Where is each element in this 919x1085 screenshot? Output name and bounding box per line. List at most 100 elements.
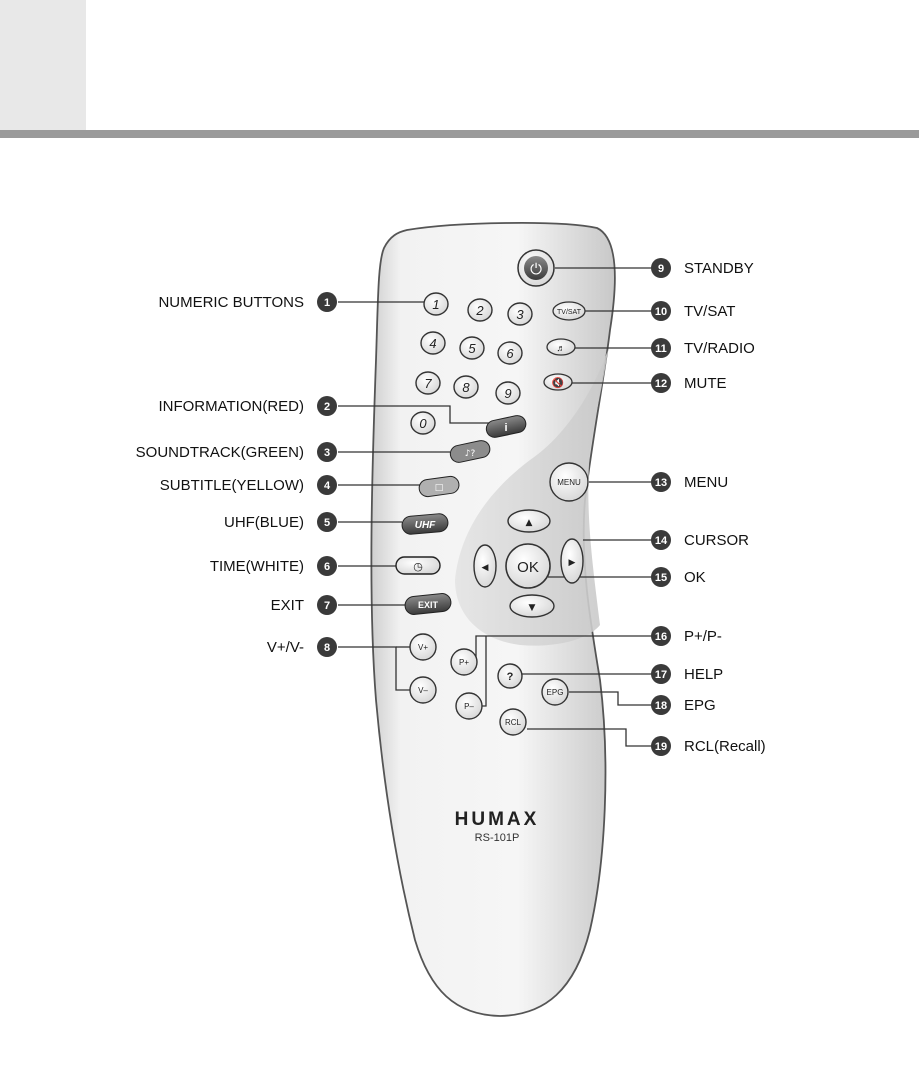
help-button[interactable]: ? bbox=[497, 663, 523, 689]
numeric-button-0[interactable]: 0 bbox=[410, 411, 436, 435]
mute-button[interactable]: 🔇 bbox=[543, 373, 573, 391]
numeric-button-2[interactable]: 2 bbox=[467, 298, 493, 322]
callout-badge bbox=[651, 530, 671, 550]
callout-badge bbox=[317, 292, 337, 312]
cursor-up-button[interactable]: ▲ bbox=[507, 509, 551, 533]
callout-badge bbox=[651, 301, 671, 321]
callout-label: MENU bbox=[684, 474, 728, 491]
callout-number: 4 bbox=[324, 480, 331, 492]
arrow-down-icon: ▼ bbox=[529, 603, 536, 613]
subtitle-yellow-button[interactable]: □ bbox=[418, 475, 460, 498]
standby-button[interactable]: ⏻ bbox=[517, 249, 555, 287]
information-red-button[interactable]: i bbox=[485, 414, 528, 439]
numeric-button-6[interactable]: 6 bbox=[497, 341, 523, 365]
brand-logo: HUMAX bbox=[455, 809, 540, 830]
svg-text:i: i bbox=[504, 422, 507, 434]
callout-number: 3 bbox=[324, 447, 330, 459]
numeric-button-5[interactable]: 5 bbox=[459, 336, 485, 360]
svg-text:RCL: RCL bbox=[505, 718, 522, 727]
svg-text:V+: V+ bbox=[418, 643, 428, 652]
callout-13: 13 MENU bbox=[651, 472, 728, 492]
callout-badge bbox=[317, 512, 337, 532]
cursor-down-button[interactable]: ▼ bbox=[509, 594, 555, 618]
soundtrack-green-button[interactable]: ♪? bbox=[449, 439, 492, 464]
svg-text:MENU: MENU bbox=[557, 478, 581, 487]
callout-label: CURSOR bbox=[684, 532, 749, 549]
numeric-button-label: 3 bbox=[516, 307, 524, 322]
callout-label: HELP bbox=[684, 666, 723, 683]
callout-badge bbox=[651, 258, 671, 278]
callout-badge bbox=[651, 736, 671, 756]
numeric-button-3[interactable]: 3 bbox=[507, 302, 533, 326]
numeric-button-1[interactable]: 1 bbox=[423, 292, 449, 316]
exit-button[interactable]: EXIT bbox=[404, 593, 452, 616]
callout-label: EPG bbox=[684, 697, 716, 714]
arrow-right-icon: ▶ bbox=[569, 558, 576, 568]
callout-number: 12 bbox=[655, 378, 667, 390]
arrow-left-icon: ◀ bbox=[482, 563, 489, 573]
callout-number: 10 bbox=[655, 306, 667, 318]
callout-number: 15 bbox=[655, 572, 667, 584]
tvsat-button[interactable]: TV/SAT bbox=[552, 301, 586, 321]
callout-number: 19 bbox=[655, 741, 667, 753]
time-white-button[interactable]: ◷ bbox=[395, 556, 441, 575]
callout-label: INFORMATION(RED) bbox=[158, 398, 304, 415]
numeric-button-7[interactable]: 7 bbox=[415, 371, 441, 395]
epg-button[interactable]: EPG bbox=[541, 678, 569, 706]
arrow-up-icon: ▲ bbox=[526, 518, 533, 528]
volume-down-button[interactable]: V– bbox=[409, 676, 437, 704]
svg-text:P+: P+ bbox=[459, 658, 469, 667]
svg-text:V–: V– bbox=[418, 686, 428, 695]
callout-label: SUBTITLE(YELLOW) bbox=[160, 477, 304, 494]
callout-label: NUMERIC BUTTONS bbox=[158, 294, 304, 311]
svg-text:UHF: UHF bbox=[415, 520, 436, 531]
numeric-button-label: 7 bbox=[424, 376, 432, 391]
callout-number: 2 bbox=[324, 401, 330, 413]
volume-up-button[interactable]: V+ bbox=[409, 633, 437, 661]
menu-button[interactable]: MENU bbox=[549, 462, 589, 502]
callout-number: 11 bbox=[655, 343, 667, 355]
callout-badge bbox=[651, 695, 671, 715]
callout-number: 13 bbox=[655, 477, 667, 489]
callout-badge bbox=[317, 396, 337, 416]
callout-number: 6 bbox=[324, 561, 330, 573]
ok-button[interactable]: OK bbox=[505, 543, 551, 589]
callout-label: EXIT bbox=[271, 597, 304, 614]
program-up-button[interactable]: P+ bbox=[450, 648, 478, 676]
uhf-blue-button[interactable]: UHF bbox=[401, 513, 449, 535]
svg-text:OK: OK bbox=[517, 559, 539, 576]
callout-8: 8V+/V- bbox=[267, 637, 337, 657]
callout-label: OK bbox=[684, 569, 706, 586]
cursor-right-button[interactable]: ▶ bbox=[560, 538, 584, 584]
callout-number: 5 bbox=[324, 517, 330, 529]
numeric-button-label: 5 bbox=[468, 341, 476, 356]
numeric-button-label: 9 bbox=[504, 386, 511, 401]
model-number: RS-101P bbox=[475, 832, 520, 844]
numeric-button-9[interactable]: 9 bbox=[495, 381, 521, 405]
tv-radio-button[interactable]: ♬ bbox=[546, 338, 576, 356]
callout-2: 2 INFORMATION(RED) bbox=[158, 396, 337, 416]
numeric-button-4[interactable]: 4 bbox=[420, 331, 446, 355]
svg-text:♪?: ♪? bbox=[465, 449, 476, 459]
callout-15: 15 OK bbox=[651, 567, 706, 587]
program-down-button[interactable]: P– bbox=[455, 692, 483, 720]
callout-label: P+/P- bbox=[684, 628, 722, 645]
leader-lines bbox=[338, 267, 652, 747]
numeric-button-8[interactable]: 8 bbox=[453, 375, 479, 399]
callout-badge bbox=[317, 595, 337, 615]
svg-text:EXIT: EXIT bbox=[418, 600, 439, 610]
callout-badge bbox=[317, 637, 337, 657]
cursor-left-button[interactable]: ◀ bbox=[473, 544, 497, 588]
callout-badge bbox=[651, 373, 671, 393]
rcl-button[interactable]: RCL bbox=[499, 708, 527, 736]
